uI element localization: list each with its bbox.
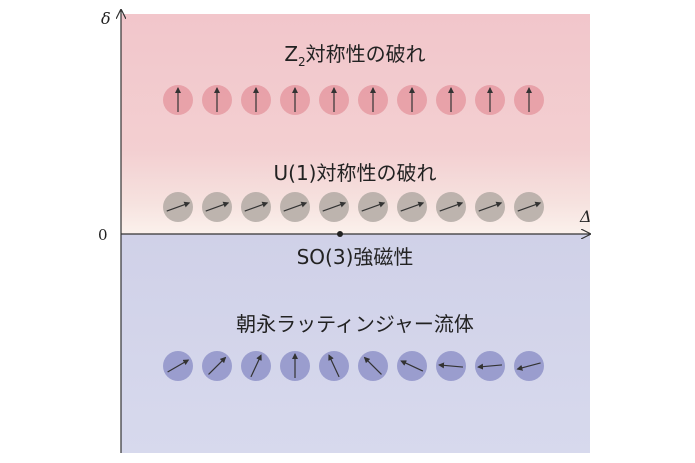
- region-symmetry-broken: [121, 14, 590, 234]
- tl-spin-row: [163, 351, 544, 381]
- region-ferromagnet-tl: [121, 234, 590, 453]
- u1-spin-arrow: [400, 201, 425, 212]
- u1-spin-arrow: [166, 201, 191, 212]
- z2-spin-row: [163, 85, 544, 115]
- u1-spin-row: [163, 192, 544, 222]
- u1-spin-arrow: [361, 201, 386, 212]
- tl-spin-arrow: [477, 363, 503, 370]
- tl-spin-arrow: [250, 354, 262, 378]
- tl-spin-arrow: [438, 362, 464, 369]
- tl-spin-arrow: [328, 354, 340, 378]
- tl-label: 朝永ラッティンジャー流体: [236, 312, 474, 336]
- u1-spin-arrow: [517, 201, 542, 212]
- u1-spin-arrow: [205, 201, 230, 212]
- u1-label: U(1)対称性の破れ: [274, 161, 437, 185]
- u1-spin-arrow: [283, 201, 308, 212]
- origin-label: 0: [98, 226, 108, 244]
- tl-spin-arrow: [516, 362, 541, 371]
- u1-spin-arrow: [478, 201, 503, 212]
- u1-spin-arrow: [439, 201, 464, 212]
- x-axis-label: Δ: [579, 207, 592, 226]
- tl-spin-arrow: [208, 356, 227, 375]
- tl-spin-arrow: [400, 360, 424, 372]
- u1-spin-arrow: [244, 201, 269, 212]
- so3-label: SO(3)強磁性: [297, 245, 414, 269]
- tl-spin-arrow: [167, 359, 190, 373]
- tl-spin-arrow: [363, 356, 382, 375]
- y-axis-label: δ: [101, 9, 111, 28]
- so3-point: [337, 231, 343, 237]
- u1-spin-arrow: [322, 201, 347, 212]
- z2-label: Z2対称性の破れ: [284, 42, 425, 69]
